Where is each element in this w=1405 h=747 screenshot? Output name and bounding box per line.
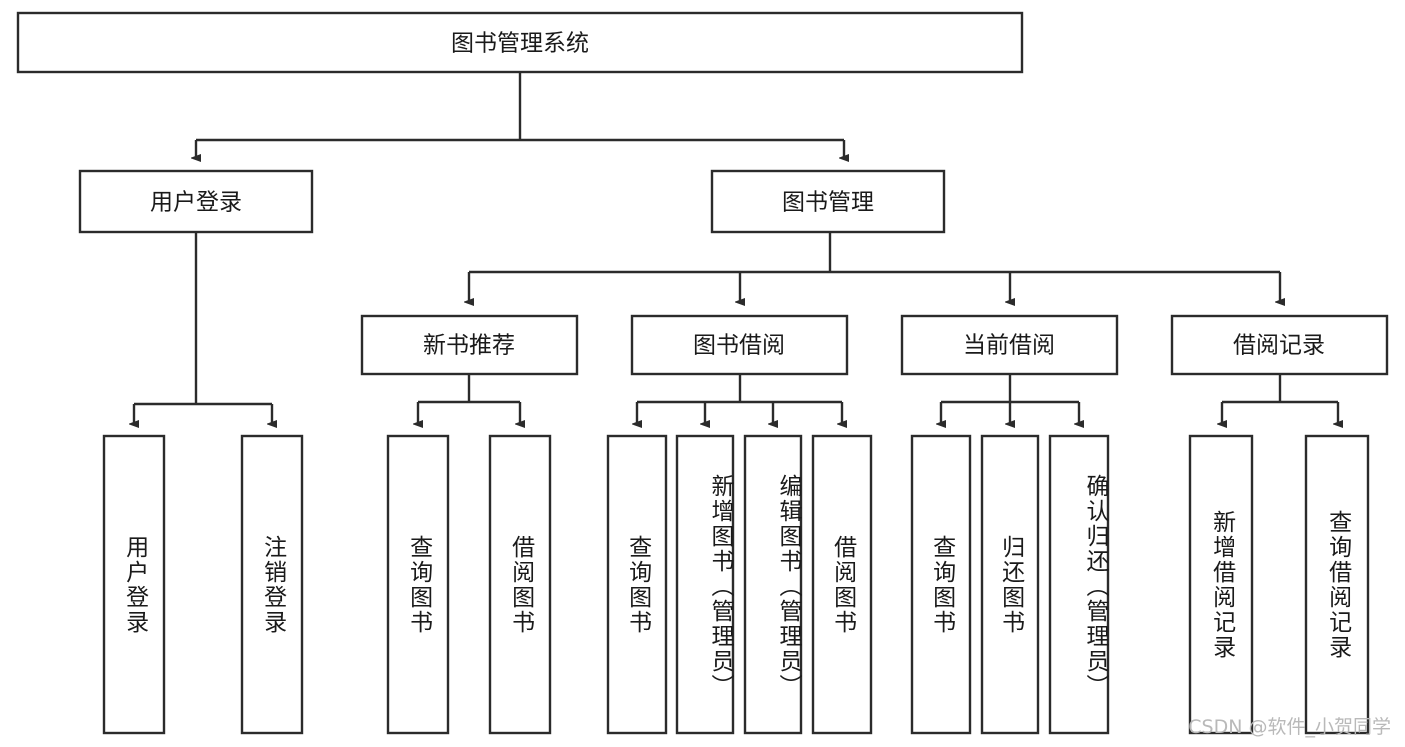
leaf-box-borrow-book-2[interactable] — [811, 434, 873, 735]
leaf-box-add-record[interactable] — [1188, 434, 1254, 735]
node-new-book-recommend-label: 新书推荐 — [423, 333, 515, 359]
leaf-box-logout[interactable] — [240, 434, 304, 735]
connector-bookmgmt-to-level3 — [469, 232, 1280, 302]
leaf-box-query-record[interactable] — [1304, 434, 1370, 735]
leaf-box-confirm-return[interactable] — [1048, 434, 1110, 735]
leaf-box-edit-book[interactable] — [743, 434, 803, 735]
csdn-watermark: CSDN @软件_小贺同学 — [1188, 716, 1391, 738]
node-current-borrow[interactable]: 当前借阅 — [900, 314, 1119, 376]
node-user-login[interactable]: 用户登录 — [78, 169, 314, 234]
node-book-borrow-label: 图书借阅 — [693, 333, 785, 359]
node-new-book-recommend[interactable]: 新书推荐 — [360, 314, 579, 376]
connector-borrow-to-leaves — [637, 374, 842, 424]
leaf-box-query-book-2[interactable] — [606, 434, 668, 735]
leaf-box-return-book[interactable] — [980, 434, 1040, 735]
leaf-box-query-book-1[interactable] — [386, 434, 450, 735]
node-root-label: 图书管理系统 — [451, 31, 589, 57]
leaf-box-add-book[interactable] — [675, 434, 735, 735]
leaf-box-borrow-book-1[interactable] — [488, 434, 552, 735]
connector-userlogin-to-leaves — [134, 232, 272, 424]
leaf-box-user-login[interactable] — [102, 434, 166, 735]
connector-root-to-level2 — [196, 72, 844, 158]
node-borrow-record[interactable]: 借阅记录 — [1170, 314, 1389, 376]
connector-newbook-to-leaves — [418, 374, 520, 424]
leaf-box-query-book-3[interactable] — [910, 434, 972, 735]
node-book-borrow[interactable]: 图书借阅 — [630, 314, 849, 376]
node-book-management-label: 图书管理 — [782, 190, 874, 216]
leaf-boxes — [102, 434, 1370, 735]
node-root[interactable]: 图书管理系统 — [16, 11, 1024, 74]
connector-current-to-leaves — [941, 374, 1079, 424]
node-book-management[interactable]: 图书管理 — [710, 169, 946, 234]
node-borrow-record-label: 借阅记录 — [1233, 333, 1325, 359]
connector-record-to-leaves — [1222, 374, 1338, 424]
node-user-login-label: 用户登录 — [150, 190, 242, 216]
node-current-borrow-label: 当前借阅 — [963, 333, 1055, 359]
